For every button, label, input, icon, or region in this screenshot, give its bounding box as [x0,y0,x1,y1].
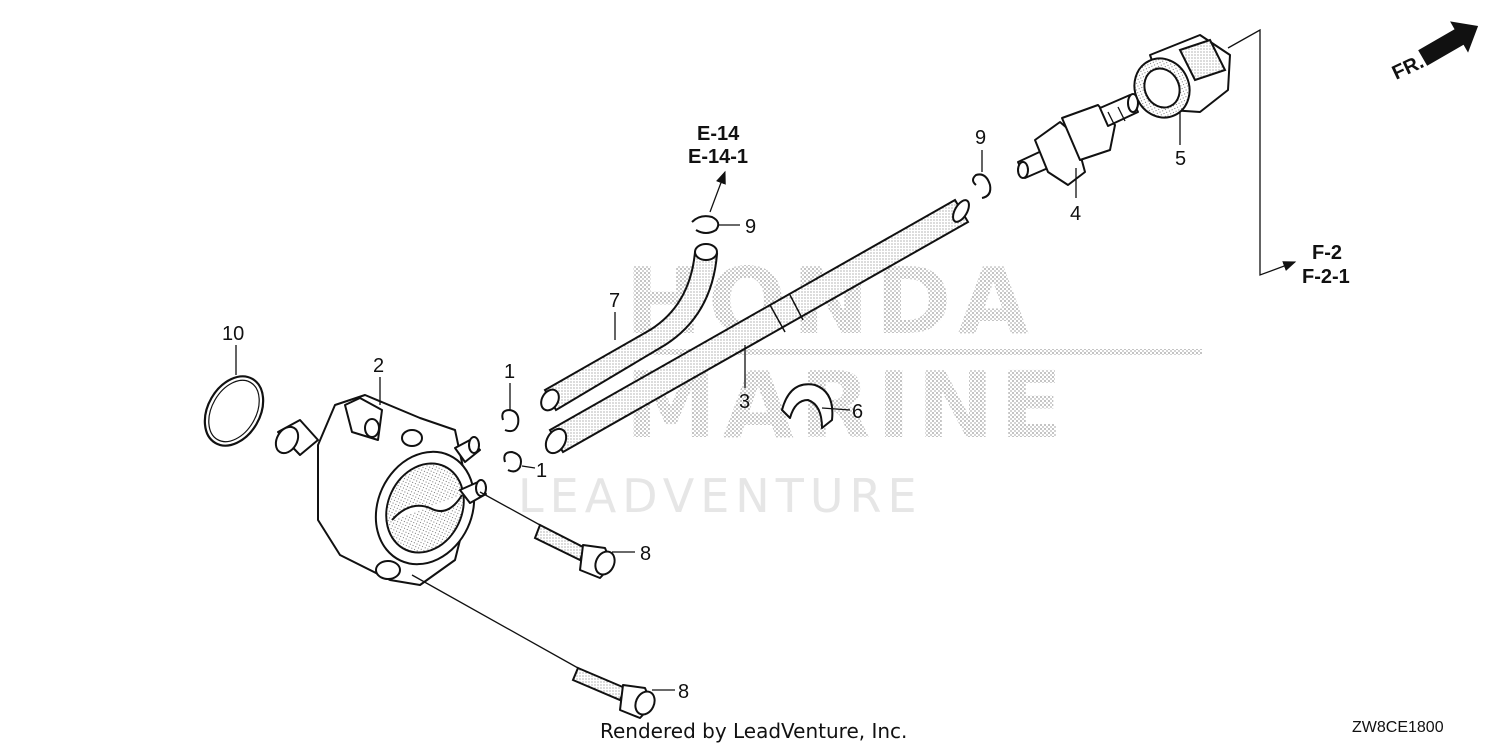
callout-5: 5 [1175,148,1186,170]
callout-2: 2 [373,355,384,377]
callout-7: 7 [609,290,620,312]
front-arrow-icon [1418,21,1479,66]
callout-1-upper: 1 [504,361,515,383]
callout-1-lower: 1 [536,460,547,482]
callout-3: 3 [739,391,750,413]
callout-8-lower: 8 [678,681,689,703]
part-10-o-ring [203,375,265,447]
ref-f-2: F-2 [1312,242,1342,264]
part-1-clamp-upper [501,409,520,433]
ref-e-14-1: E-14-1 [688,146,748,168]
callout-4: 4 [1070,203,1081,225]
callout-9-right: 9 [975,127,986,149]
callout-labels: 10 2 1 1 7 3 6 9 9 4 5 8 8 [222,127,1186,703]
part-8-bolt-upper [533,523,616,579]
part-8-bolt-lower [571,666,656,719]
part-5-quick-connector [1133,34,1231,119]
callout-10: 10 [222,323,244,345]
watermark-divider [622,349,1202,355]
callout-6: 6 [852,401,863,423]
front-direction-indicator: FR. [1389,21,1479,85]
part-9-clamp-upper [691,215,720,234]
part-2-housing [274,394,487,586]
rendered-by-credit: Rendered by LeadVenture, Inc. [600,719,907,743]
leader-lines [235,28,1297,691]
diagram-code: ZW8CE1800 [1352,719,1444,736]
part-1-clamp-lower [503,451,522,473]
part-6-clip [781,383,834,429]
part-3-hose [544,198,970,455]
callout-9-upper: 9 [745,216,756,238]
part-4-connector [1017,93,1139,186]
ref-e-14: E-14 [697,123,740,145]
part-9-clamp-right [972,173,992,199]
reference-labels: E-14 E-14-1 F-2 F-2-1 [688,123,1350,288]
part-7-hose [540,243,719,412]
ref-f-2-1: F-2-1 [1302,266,1350,288]
callout-8-upper: 8 [640,543,651,565]
watermark-leadventure: LEADVENTURE [518,469,923,523]
watermark: HONDA MARINE LEADVENTURE [518,248,1202,523]
